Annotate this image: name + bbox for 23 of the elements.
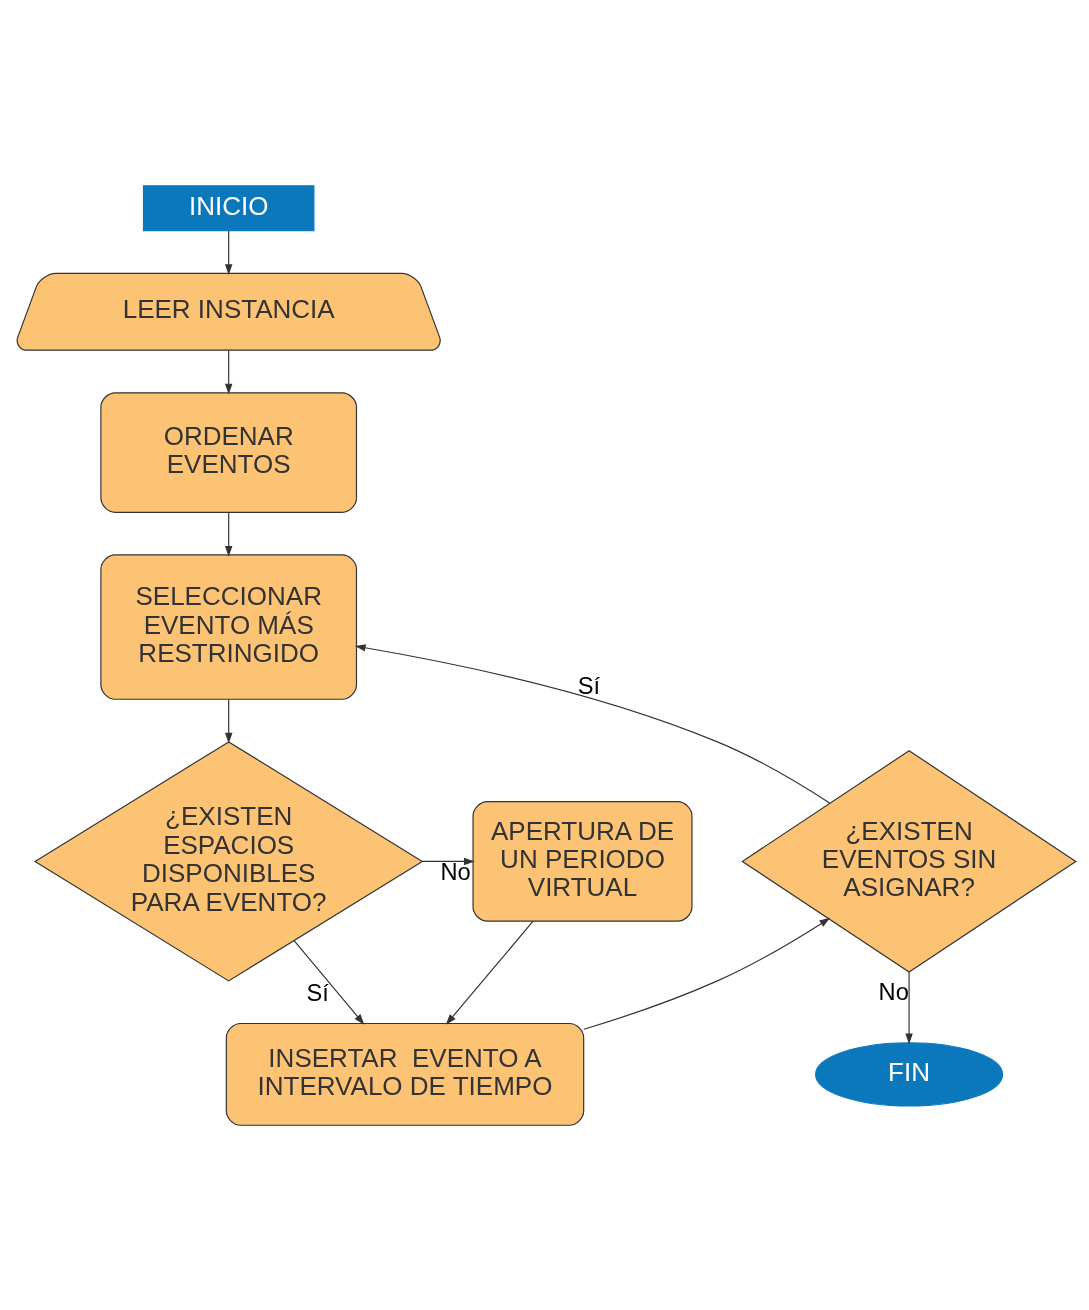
edge-label: Sí (577, 672, 601, 699)
node-box: INICIO (142, 184, 315, 231)
edge-label: Sí (306, 979, 329, 1006)
arrow (905, 971, 913, 1044)
edge-label: No (440, 858, 471, 885)
arrow (354, 643, 831, 804)
arrow (224, 229, 233, 275)
node-box: ORDENAR EVENTOS (100, 391, 358, 513)
node-box: INSERTAR EVENTO A INTERVALO DE TIEMPO (225, 1022, 585, 1126)
arrow (445, 920, 534, 1025)
node-ellipse: FIN (815, 1041, 1004, 1107)
arrow (293, 939, 365, 1025)
arrow (583, 917, 831, 1030)
arrow (224, 698, 233, 744)
node-diamond: ¿EXISTEN ESPACIOS DISPONIBLES PARA EVENTO? (33, 740, 424, 982)
arrow (224, 511, 233, 557)
node-diamond: ¿EXISTEN EVENTOS SIN ASIGNAR? (741, 749, 1077, 973)
node-box: APERTURA DE UN PERIODO VIRTUAL (472, 800, 693, 922)
node-box: SELECCIONAR EVENTO MÁS RESTRINGIDO (100, 553, 358, 700)
arrow (421, 857, 475, 865)
node-box: LEER INSTANCIA (16, 272, 441, 351)
arrow (224, 349, 233, 394)
edge-label: No (878, 978, 909, 1005)
